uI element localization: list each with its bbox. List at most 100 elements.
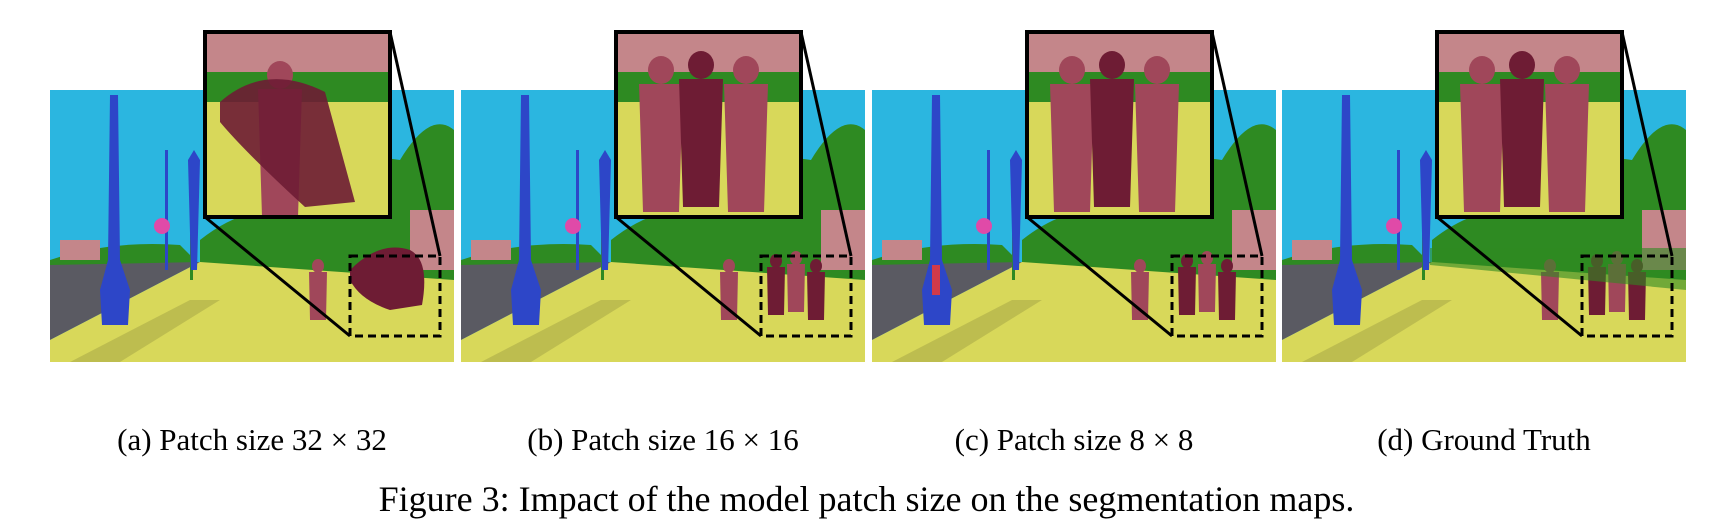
inset-person [1135, 84, 1179, 212]
person-region [807, 272, 825, 320]
inset-person-head [1554, 56, 1580, 84]
person-region [787, 264, 805, 312]
pole-region [165, 150, 168, 270]
inset-person-head [1469, 56, 1495, 84]
segmentation-figure [461, 30, 865, 362]
zoom-connector-left [615, 215, 762, 338]
inset-person-head [1059, 56, 1085, 84]
segmentation-figure [872, 30, 1276, 362]
person-head [312, 259, 324, 273]
panel-d [1282, 30, 1686, 402]
caption-b: (b) Patch size 16 × 16 [527, 422, 799, 457]
zoom-inset [1437, 32, 1622, 217]
caption-d: (d) Ground Truth [1377, 422, 1591, 457]
pole-region [987, 150, 990, 270]
person-region [1218, 272, 1236, 320]
person-region [767, 267, 785, 315]
sign-region [976, 218, 992, 234]
zoom-inset [205, 32, 390, 217]
inset-person-head [733, 56, 759, 84]
person-region [720, 272, 738, 320]
sidewalk-region [461, 262, 865, 362]
pole-region [576, 150, 579, 270]
building-region [882, 240, 922, 260]
sidewalk-region [872, 262, 1276, 362]
sidewalk-region [1282, 262, 1686, 362]
zoom-inset [616, 32, 801, 217]
inset-person [679, 79, 723, 207]
building-region [60, 240, 100, 260]
sign-region [565, 218, 581, 234]
person-region [1131, 272, 1149, 320]
inset-person-head [1144, 56, 1170, 84]
inset-person [1500, 79, 1544, 207]
zoom-inset-frame [1025, 30, 1214, 219]
vegetation-region [1430, 248, 1686, 290]
person-head [810, 259, 822, 273]
shadow-region [481, 300, 631, 362]
panel-c [872, 30, 1276, 402]
zoom-inset-frame [1435, 30, 1624, 219]
person-region [309, 272, 327, 320]
shadow-region [892, 300, 1042, 362]
pole-region [188, 150, 200, 270]
pole-region [1332, 95, 1362, 325]
person-region [1198, 264, 1216, 312]
inset-person [1460, 84, 1504, 212]
segmentation-figure [50, 30, 454, 362]
inset-person [724, 84, 768, 212]
caption-c: (c) Patch size 8 × 8 [954, 422, 1194, 457]
pole-region [1010, 150, 1022, 270]
caption-a: (a) Patch size 32 × 32 [117, 422, 387, 457]
zoom-connector-right [799, 31, 853, 257]
person-head [790, 251, 802, 265]
zoom-inset-frame [203, 30, 392, 219]
zoom-inset-frame [614, 30, 803, 219]
inset-person [1090, 79, 1134, 207]
pole-region [922, 95, 952, 325]
segmentation-figure [1282, 30, 1686, 362]
zoom-source-box [348, 254, 442, 338]
inset-person [639, 84, 683, 212]
sidewalk-region [50, 262, 454, 362]
inset-person [1545, 84, 1589, 212]
zoom-connector-left [1026, 215, 1173, 338]
pole-region [599, 150, 611, 270]
zoom-inset [1027, 32, 1212, 217]
inset-person-blob [220, 79, 355, 207]
zoom-source-box [759, 254, 853, 338]
building-region [1292, 240, 1332, 260]
zoom-source-box [1580, 254, 1674, 338]
person-blob [350, 247, 425, 310]
building-region [471, 240, 511, 260]
zoom-connector-left [204, 215, 351, 338]
pole-detail [932, 265, 940, 295]
shadow-region [1302, 300, 1452, 362]
zoom-connector-left [1436, 215, 1583, 338]
inset-person-head [1099, 51, 1125, 79]
pole-region [100, 95, 130, 325]
person-region [1541, 272, 1559, 320]
pole-region [1397, 150, 1400, 270]
shadow-region [70, 300, 220, 362]
pole-region [1420, 150, 1432, 270]
person-head [1134, 259, 1146, 273]
zoom-connector-right [1620, 31, 1674, 257]
person-head [723, 259, 735, 273]
person-head [1201, 251, 1213, 265]
inset-person-head [688, 51, 714, 79]
person-region [1178, 267, 1196, 315]
inset-person-head [648, 56, 674, 84]
panel-b [461, 30, 865, 402]
sign-region [1386, 218, 1402, 234]
figure-caption: Figure 3: Impact of the model patch size… [378, 479, 1355, 519]
zoom-source-box [1170, 254, 1264, 338]
zoom-connector-right [388, 31, 442, 257]
inset-person-head [1509, 51, 1535, 79]
sign-region [154, 218, 170, 234]
inset-person [1050, 84, 1094, 212]
panel-a [50, 30, 454, 402]
zoom-connector-right [1210, 31, 1264, 257]
person-head [1221, 259, 1233, 273]
pole-region [511, 95, 541, 325]
